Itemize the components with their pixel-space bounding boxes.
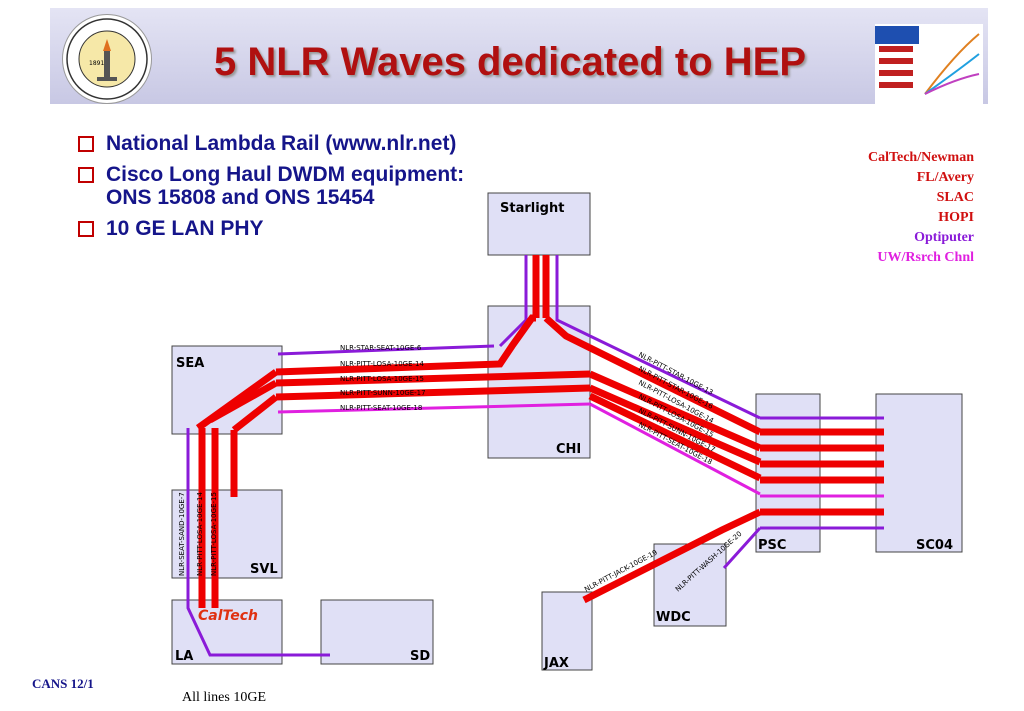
wave-line bbox=[555, 255, 591, 338]
title-bar bbox=[50, 8, 988, 104]
link-label: NLR-PITT-LOSA-10GE-14 bbox=[196, 492, 204, 576]
wave-line bbox=[186, 428, 330, 657]
wave-line bbox=[588, 384, 762, 466]
wave-line bbox=[275, 384, 591, 401]
bullet-list: National Lambda Rail (www.nlr.net) Cisco… bbox=[78, 132, 478, 248]
legend-item: HOPI bbox=[938, 210, 974, 225]
node-label-jax: JAX bbox=[543, 656, 569, 671]
link-label: NLR-PITT-SUNN-10GE-17 bbox=[340, 389, 426, 397]
link-label: NLR-PITT-LOSA-10GE-15 bbox=[340, 375, 424, 383]
caltech-seal-logo: 1891 bbox=[62, 14, 152, 104]
wave-line bbox=[195, 369, 279, 431]
checkbox-bullet-icon bbox=[78, 167, 94, 183]
node-sd bbox=[320, 599, 434, 665]
node-chi bbox=[487, 305, 591, 459]
link-label: NLR-PITT-SEAT-10GE-18 bbox=[340, 404, 422, 412]
legend-item: Optiputer bbox=[914, 230, 974, 245]
wave-line bbox=[589, 334, 761, 420]
node-label-la: LA bbox=[175, 649, 193, 664]
wave-line bbox=[231, 394, 279, 433]
link-label: NLR-STAR-SEAT-10GE-6 bbox=[340, 344, 422, 352]
node-jax bbox=[541, 591, 593, 671]
checkbox-bullet-icon bbox=[78, 136, 94, 152]
wave-line bbox=[275, 314, 536, 376]
legend-item: UW/Rsrch Chnl bbox=[877, 250, 974, 265]
link-label: NLR-SEAT-SAND-10GE-7 bbox=[178, 492, 186, 576]
node-label-psc: PSC bbox=[758, 538, 786, 553]
node-label-wdc: WDC bbox=[656, 610, 691, 625]
caltech-label: CalTech bbox=[198, 608, 258, 624]
us-cms-logo bbox=[875, 24, 983, 104]
wave-line bbox=[588, 370, 762, 452]
footer-note: All lines 10GE bbox=[182, 690, 266, 705]
wave-line bbox=[275, 370, 591, 387]
node-label-chi: CHI bbox=[556, 442, 581, 457]
node-label-sd: SD bbox=[410, 649, 430, 664]
bullet-item: Cisco Long Haul DWDM equipment: ONS 1580… bbox=[78, 163, 478, 209]
node-label-svl: SVL bbox=[250, 562, 278, 577]
wave-line bbox=[498, 255, 528, 348]
legend: CalTech/Newman FL/Avery SLAC HOPI Optipu… bbox=[868, 148, 974, 268]
footer-label: CANS 12/1 bbox=[32, 676, 94, 691]
svg-text:1891: 1891 bbox=[89, 60, 104, 67]
legend-item: CalTech/Newman bbox=[867, 150, 974, 165]
checkbox-bullet-icon bbox=[78, 221, 94, 237]
bullet-item: 10 GE LAN PHY bbox=[78, 217, 478, 240]
wave-line bbox=[277, 402, 591, 414]
link-label: NLR-PITT-LOSA-10GE-14 bbox=[340, 360, 424, 368]
legend-item: FL/Avery bbox=[916, 170, 974, 185]
wave-line bbox=[543, 315, 762, 436]
bullet-item: National Lambda Rail (www.nlr.net) bbox=[78, 132, 478, 155]
wave-line bbox=[722, 526, 762, 570]
node-starlight bbox=[487, 192, 591, 256]
node-label-sc04: SC04 bbox=[916, 538, 953, 553]
node-sc04 bbox=[875, 393, 963, 553]
node-svl bbox=[171, 489, 283, 579]
wave-line bbox=[588, 392, 762, 482]
legend-item: SLAC bbox=[936, 190, 974, 205]
node-label-sea: SEA bbox=[176, 356, 204, 371]
wave-line bbox=[582, 508, 762, 604]
link-label: NLR-PITT-LOSA-10GE-15 bbox=[210, 492, 218, 576]
node-label-starlight: Starlight bbox=[500, 201, 564, 216]
wave-line bbox=[277, 344, 495, 356]
wave-line bbox=[589, 402, 761, 496]
page-title: 5 NLR Waves dedicated to HEP bbox=[214, 40, 806, 84]
node-psc bbox=[755, 393, 821, 553]
